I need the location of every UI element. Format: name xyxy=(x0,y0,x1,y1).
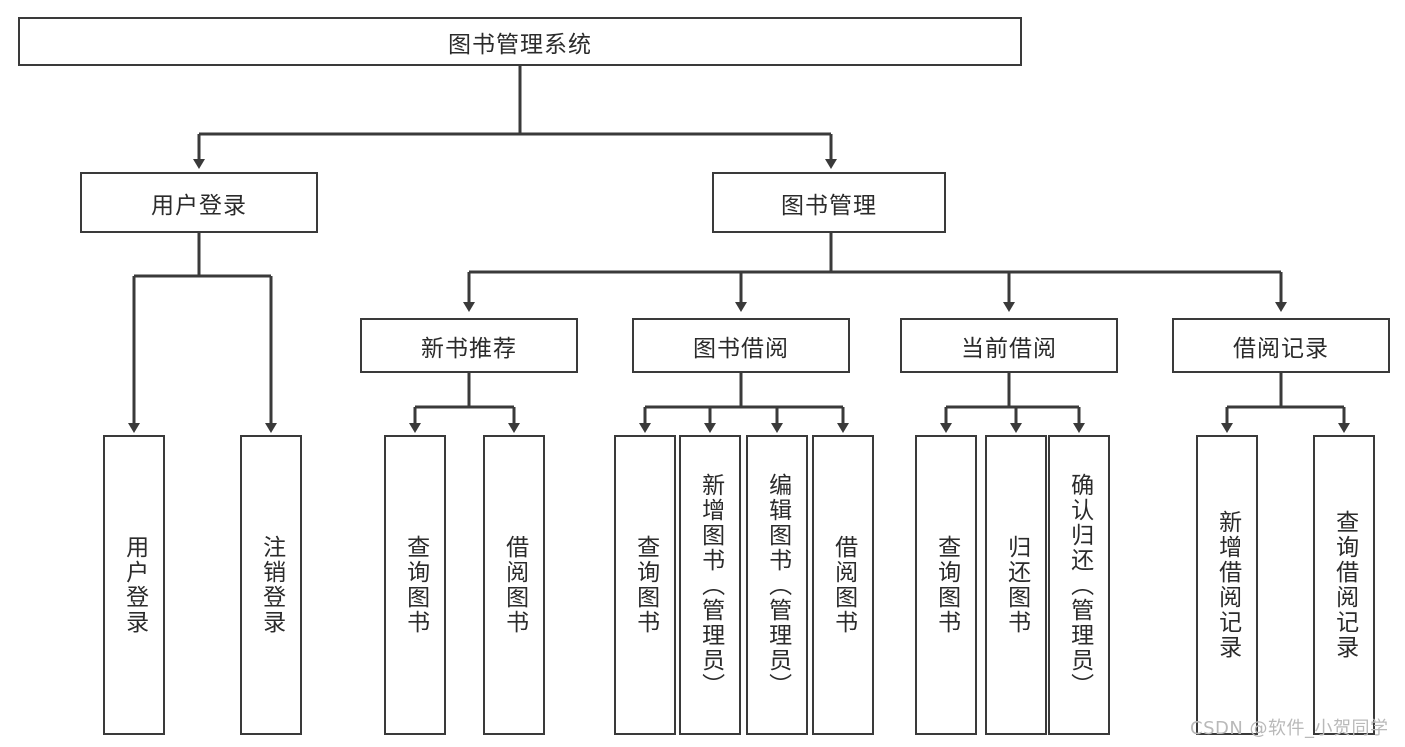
node-book-borrow[interactable]: 图书借阅 xyxy=(632,318,850,373)
leaf-book-borrow-edit[interactable]: 编辑图书（管理员） xyxy=(746,435,808,735)
node-label: 归还图书 xyxy=(1003,535,1030,635)
leaf-new-book-query[interactable]: 查询图书 xyxy=(384,435,446,735)
node-label: 查询图书 xyxy=(933,535,960,635)
node-label: 图书管理系统 xyxy=(448,31,592,58)
node-label: 查询借阅记录 xyxy=(1331,510,1358,660)
node-root-book-management-system[interactable]: 图书管理系统 xyxy=(18,17,1022,66)
node-label: 新书推荐 xyxy=(421,335,517,362)
node-label: 图书管理 xyxy=(781,192,877,219)
node-label: 当前借阅 xyxy=(961,335,1057,362)
node-label: 借阅记录 xyxy=(1233,335,1329,362)
leaf-book-borrow-query[interactable]: 查询图书 xyxy=(614,435,676,735)
leaf-current-borrow-return[interactable]: 归还图书 xyxy=(985,435,1047,735)
leaf-book-borrow-add[interactable]: 新增图书（管理员） xyxy=(679,435,741,735)
node-label: 查询图书 xyxy=(632,535,659,635)
csdn-watermark: CSDN @软件_小贺同学 xyxy=(1190,718,1389,739)
node-label: 确认归还（管理员） xyxy=(1066,472,1093,698)
leaf-borrow-record-query[interactable]: 查询借阅记录 xyxy=(1313,435,1375,735)
node-current-borrow[interactable]: 当前借阅 xyxy=(900,318,1118,373)
node-user-login[interactable]: 用户登录 xyxy=(80,172,318,233)
node-label: 新增图书（管理员） xyxy=(697,472,724,698)
node-label: 图书借阅 xyxy=(693,335,789,362)
node-borrow-record[interactable]: 借阅记录 xyxy=(1172,318,1390,373)
leaf-book-borrow-borrow[interactable]: 借阅图书 xyxy=(812,435,874,735)
node-book-management[interactable]: 图书管理 xyxy=(712,172,946,233)
node-label: 用户登录 xyxy=(151,192,247,219)
node-label: 借阅图书 xyxy=(830,535,857,635)
node-new-book-recommend[interactable]: 新书推荐 xyxy=(360,318,578,373)
leaf-user-login-logout[interactable]: 注销登录 xyxy=(240,435,302,735)
node-label: 新增借阅记录 xyxy=(1214,510,1241,660)
node-label: 借阅图书 xyxy=(501,535,528,635)
leaf-new-book-borrow[interactable]: 借阅图书 xyxy=(483,435,545,735)
node-label: 编辑图书（管理员） xyxy=(764,472,791,698)
leaf-borrow-record-add[interactable]: 新增借阅记录 xyxy=(1196,435,1258,735)
node-label: 注销登录 xyxy=(258,535,285,635)
node-label: 查询图书 xyxy=(402,535,429,635)
leaf-current-borrow-confirm-return[interactable]: 确认归还（管理员） xyxy=(1048,435,1110,735)
leaf-current-borrow-query[interactable]: 查询图书 xyxy=(915,435,977,735)
node-label: 用户登录 xyxy=(121,535,148,635)
leaf-user-login-login[interactable]: 用户登录 xyxy=(103,435,165,735)
